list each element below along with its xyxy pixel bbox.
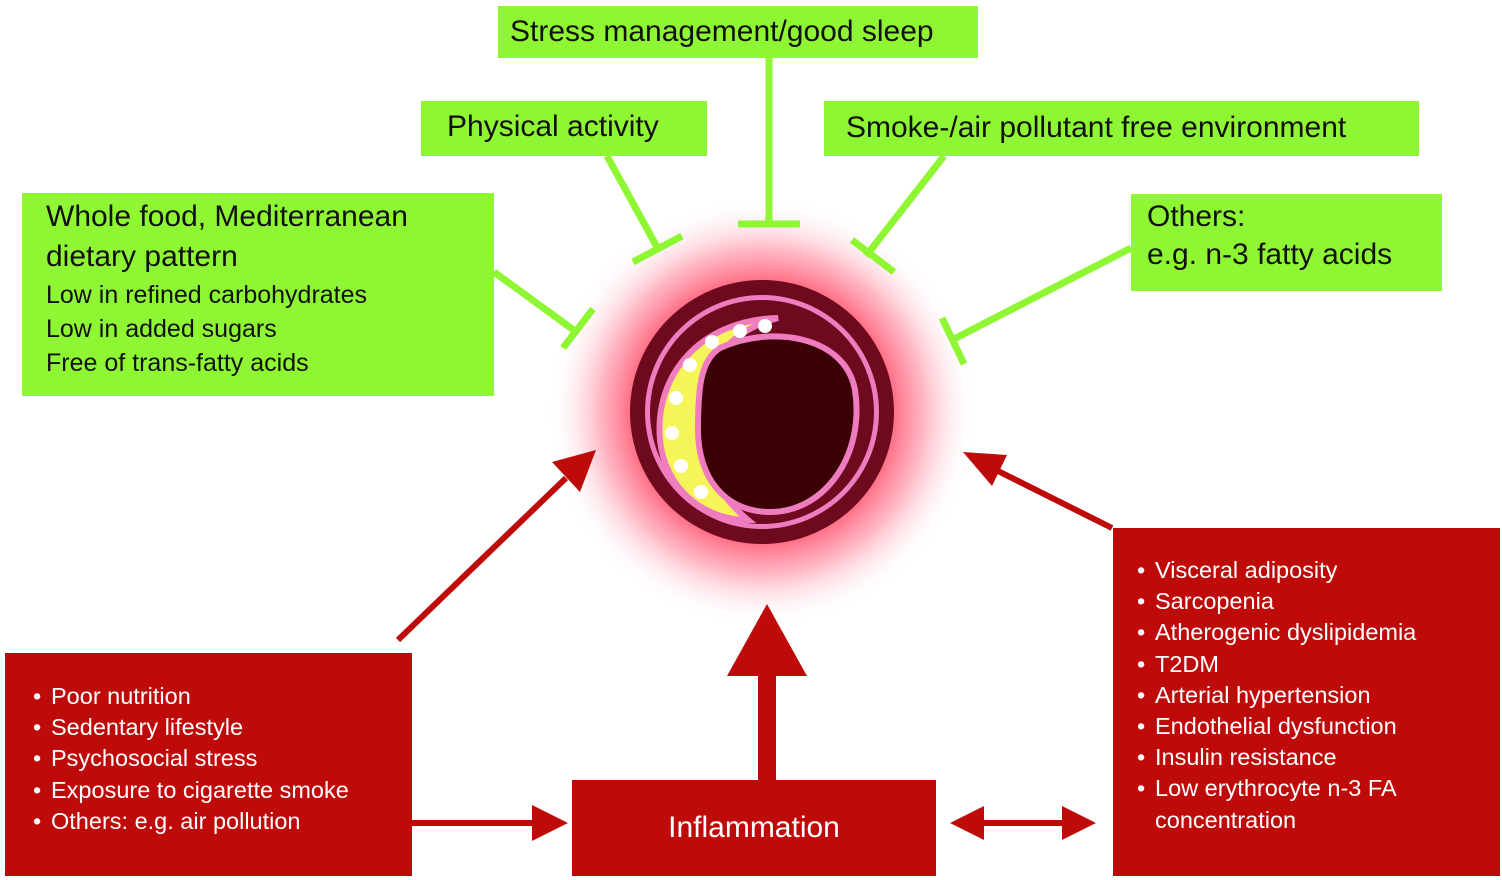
list-item: Insulin resistance xyxy=(1135,742,1500,773)
foam-cell xyxy=(674,459,688,473)
list-item: Arterial hypertension xyxy=(1135,680,1500,711)
inhibit-physical-line xyxy=(603,154,661,249)
inhibit-diet-line xyxy=(491,269,578,334)
others-box: Others: e.g. n-3 fatty acids xyxy=(1131,194,1442,291)
list-item: Visceral adiposity xyxy=(1135,555,1500,586)
physical-activity-label: Physical activity xyxy=(447,110,659,143)
diet-item: Low in added sugars xyxy=(46,315,277,343)
others-line1: Others: xyxy=(1147,200,1246,233)
inhibit-diet-bar xyxy=(560,306,596,351)
smoke-free-label: Smoke-/air pollutant free environment xyxy=(846,111,1347,144)
stress-management-box: Stress management/good sleep xyxy=(498,6,978,58)
vessel-lumen xyxy=(694,333,860,516)
list-item: T2DM xyxy=(1135,649,1500,680)
list-item: Sedentary lifestyle xyxy=(31,712,412,743)
smoke-free-box: Smoke-/air pollutant free environment xyxy=(824,101,1419,156)
lifestyle-risk-box: Poor nutrition Sedentary lifestyle Psych… xyxy=(5,653,412,876)
arrow-inflammation-to-artery-head xyxy=(727,604,807,676)
inflammation-box: Inflammation xyxy=(572,780,936,876)
inhibit-others-line xyxy=(950,244,1133,344)
diet-box: Whole food, Mediterranean dietary patter… xyxy=(22,193,494,396)
foam-cell xyxy=(683,358,697,372)
inhibit-smoke-bar xyxy=(849,237,897,275)
inhibitory-connectors xyxy=(491,58,1133,366)
foam-cell xyxy=(733,324,747,338)
foam-cell xyxy=(665,426,679,440)
list-item: Atherogenic dyslipidemia xyxy=(1135,617,1500,648)
inhibit-others-bar xyxy=(938,316,968,366)
list-item: Endothelial dysfunction xyxy=(1135,711,1500,742)
artery-cross-section xyxy=(547,197,977,627)
conditions-risk-box: Visceral adiposity Sarcopenia Atherogeni… xyxy=(1113,528,1500,876)
list-item: Sarcopenia xyxy=(1135,586,1500,617)
physical-activity-box: Physical activity xyxy=(421,101,707,156)
stress-management-label: Stress management/good sleep xyxy=(510,15,934,48)
conditions-risk-list: Visceral adiposity Sarcopenia Atherogeni… xyxy=(1135,555,1500,836)
foam-cell xyxy=(669,391,683,405)
inhibit-physical-bar xyxy=(631,232,684,266)
arrow-lifestyle-to-inflammation-head xyxy=(532,805,568,841)
arrow-bidirectional-left-head xyxy=(950,806,984,840)
foam-cell xyxy=(705,335,719,349)
foam-cells xyxy=(665,319,772,499)
diet-title-line2: dietary pattern xyxy=(46,240,238,273)
arrow-lifestyle-to-artery-head xyxy=(552,450,596,492)
arrow-conditions-to-artery-head xyxy=(963,452,1007,486)
foam-cell xyxy=(758,319,772,333)
arrow-bidirectional-right-head xyxy=(1062,806,1096,840)
list-item: Others: e.g. air pollution xyxy=(31,806,412,837)
diet-item: Free of trans-fatty acids xyxy=(46,349,309,377)
promoting-arrows xyxy=(395,450,1114,841)
list-item: Low erythrocyte n-3 FA xyxy=(1135,773,1500,804)
inhibit-smoke-line xyxy=(863,153,947,259)
diet-title-line1: Whole food, Mediterranean xyxy=(46,200,408,233)
diet-item: Low in refined carbohydrates xyxy=(46,281,368,309)
others-line2: e.g. n-3 fatty acids xyxy=(1147,238,1393,271)
lifestyle-risk-list: Poor nutrition Sedentary lifestyle Psych… xyxy=(31,681,412,837)
arrow-conditions-to-artery-shaft xyxy=(990,465,1114,531)
foam-cell xyxy=(694,485,708,499)
list-item: Poor nutrition xyxy=(31,681,412,712)
arrow-inflammation-to-artery-shaft xyxy=(758,676,776,780)
arrow-lifestyle-to-artery-shaft xyxy=(395,475,569,643)
list-item-continued: concentration xyxy=(1155,806,1297,833)
list-item: Exposure to cigarette smoke xyxy=(31,775,412,806)
inflammation-label: Inflammation xyxy=(668,811,840,844)
list-item: Psychosocial stress xyxy=(31,743,412,774)
